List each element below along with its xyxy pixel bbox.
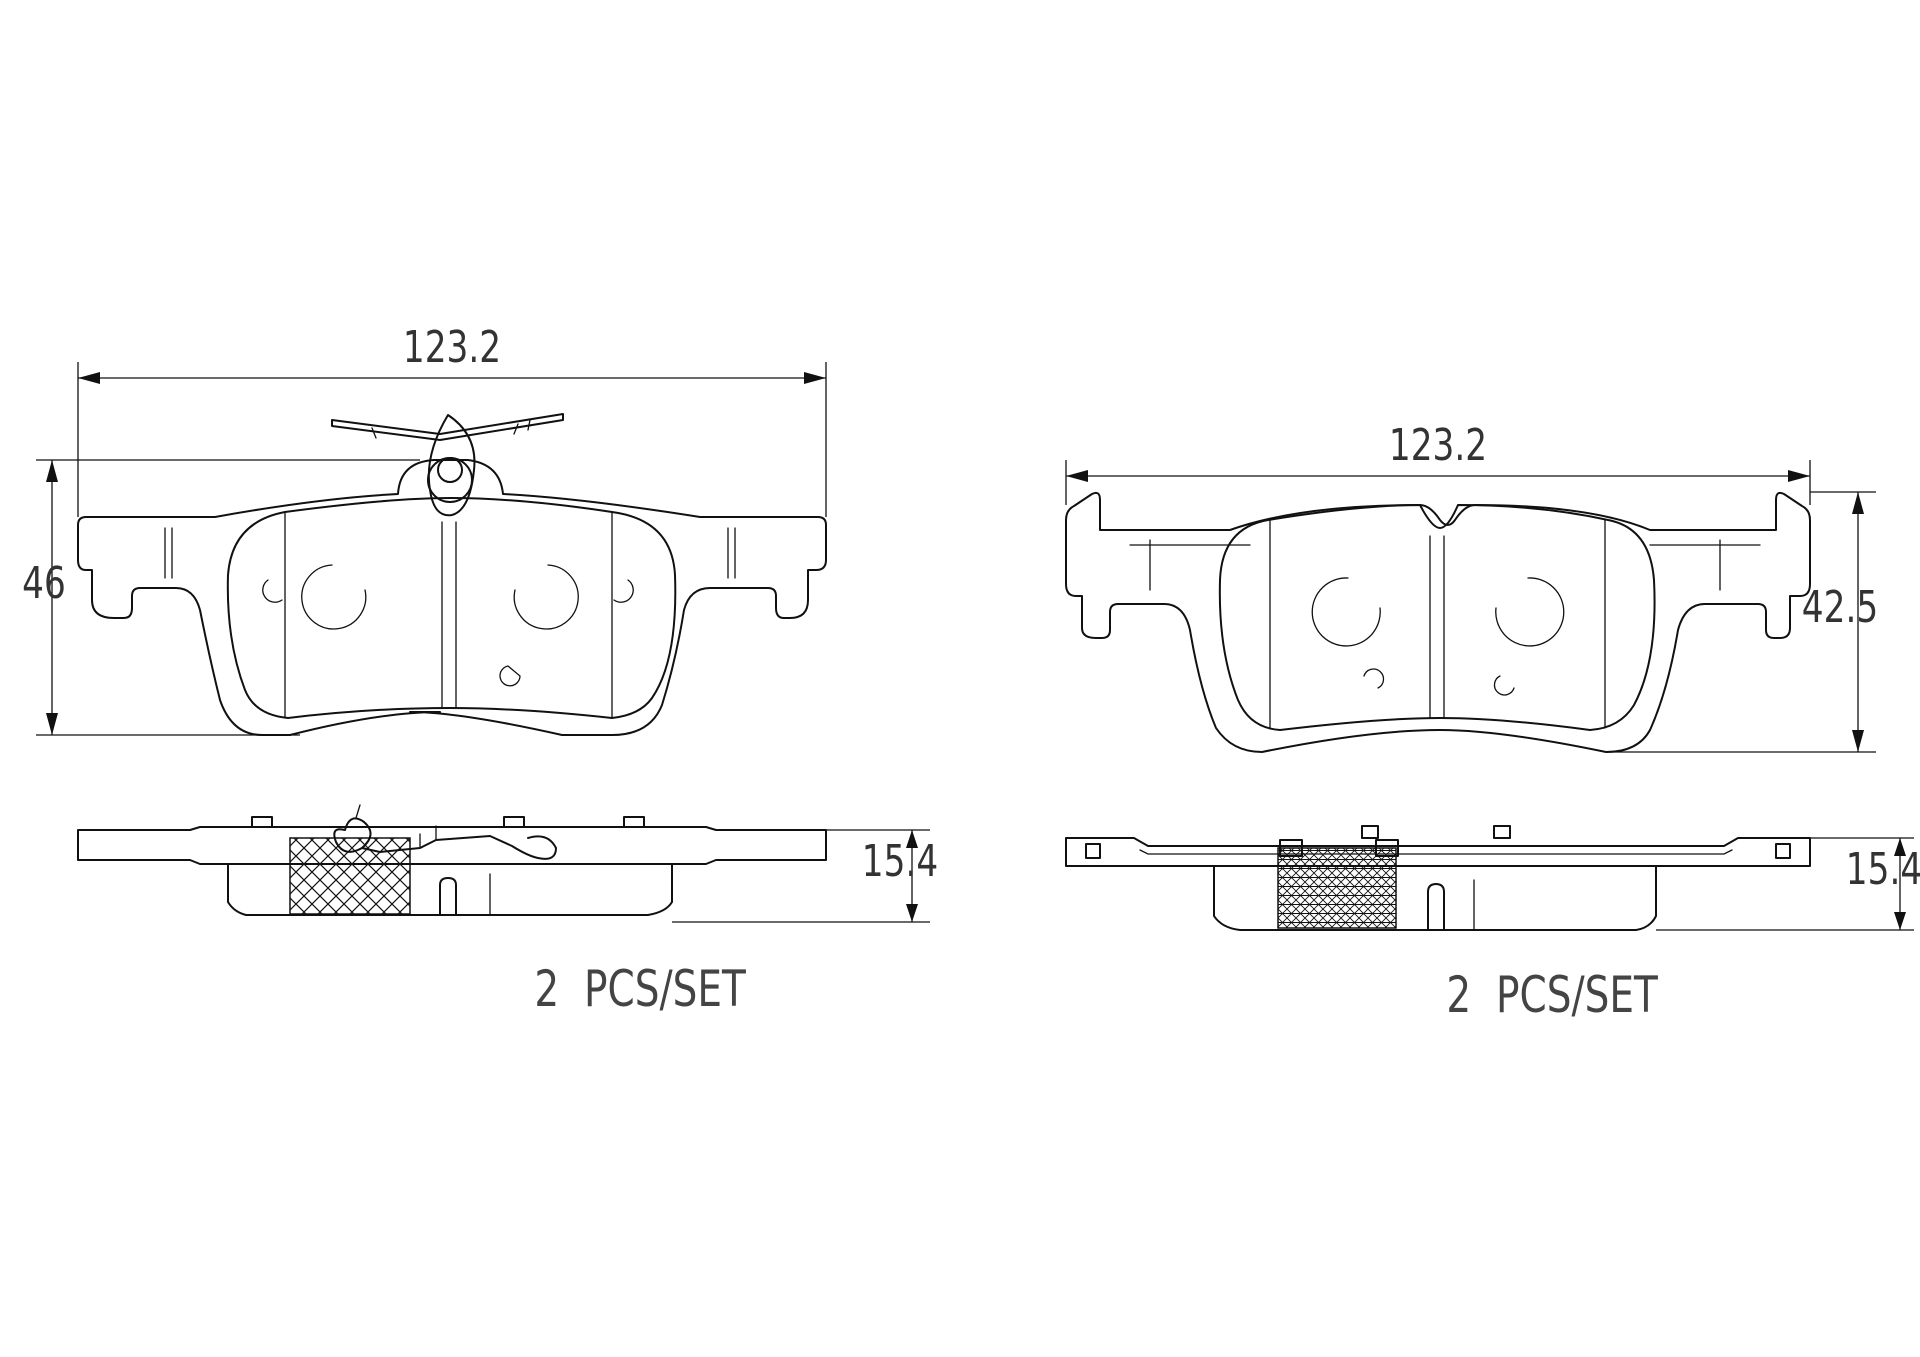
right-friction-material-outline <box>1218 504 1656 731</box>
left-side-spring <box>333 804 557 860</box>
right-thickness-dimension: 15.4 <box>1656 837 1920 931</box>
right-thickness-label: 15.4 <box>1846 844 1920 895</box>
right-side-hatched-shim <box>1277 847 1397 929</box>
left-side-backing-plate <box>77 826 827 865</box>
right-pad-side-view <box>1065 825 1811 931</box>
left-height-dimension: 46 <box>22 459 420 736</box>
left-backing-plate-outline <box>77 459 827 736</box>
left-rivet-holes <box>262 564 634 687</box>
right-height-label: 42.5 <box>1802 582 1878 633</box>
right-side-friction <box>1213 865 1657 931</box>
right-side-tabs <box>1085 825 1791 859</box>
left-pad-side-view <box>77 804 827 916</box>
left-pad-front-view <box>77 413 827 736</box>
left-side-friction <box>227 863 673 916</box>
left-friction-material-outline <box>226 497 677 719</box>
left-thickness-dimension: 15.4 <box>672 829 938 923</box>
left-side-tabs <box>251 816 645 828</box>
right-rivet-holes <box>1311 577 1565 696</box>
left-center-slot <box>441 521 457 709</box>
right-pad-front-view <box>1065 491 1811 753</box>
right-width-dimension: 123.2 <box>1065 420 1811 505</box>
right-side-backing-plate <box>1065 837 1811 867</box>
left-width-label: 123.2 <box>403 322 501 373</box>
left-side-hatched-shim <box>289 837 411 915</box>
right-height-dimension: 42.5 <box>1606 491 1878 753</box>
left-ear-marks <box>164 527 736 579</box>
right-center-slot <box>1429 535 1445 719</box>
right-width-label: 123.2 <box>1389 420 1487 471</box>
left-height-label: 46 <box>22 558 66 609</box>
left-width-dimension: 123.2 <box>77 322 827 517</box>
left-quantity-label: 2 PCS/SET <box>534 959 746 1018</box>
left-thickness-label: 15.4 <box>862 836 938 887</box>
left-wire-spring <box>331 413 564 517</box>
left-side-slot <box>439 877 457 916</box>
right-side-slot <box>1427 883 1445 931</box>
right-backing-plate-outline <box>1065 491 1811 753</box>
right-quantity-label: 2 PCS/SET <box>1446 965 1658 1024</box>
right-inner-contour <box>1129 539 1761 591</box>
